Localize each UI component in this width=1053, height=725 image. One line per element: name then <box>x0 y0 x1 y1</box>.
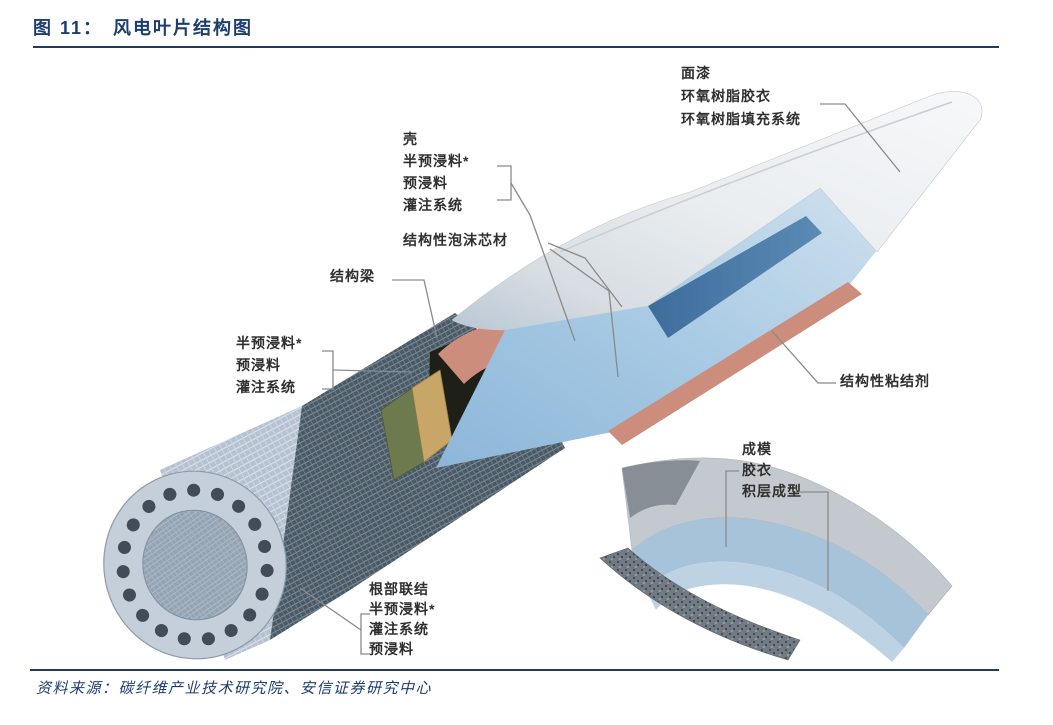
figure-title: 风电叶片结构图 <box>113 18 254 38</box>
leader-root-prepreg <box>332 369 413 373</box>
figure-number: 图 11： <box>33 18 104 38</box>
header-rule <box>33 46 999 48</box>
shell-ridge-line <box>559 101 953 253</box>
label-shell: 壳 半预浸料* 预浸料 灌注系统 <box>403 128 469 216</box>
label-line: 结构性粘结剂 <box>840 373 930 389</box>
mold-foam-edge <box>599 547 801 661</box>
label-line: 壳 <box>403 131 418 147</box>
leader-spar-beam <box>392 279 438 339</box>
label-line: 灌注系统 <box>403 197 463 213</box>
leader-root-joint <box>299 587 362 631</box>
label-spar-beam: 结构梁 <box>330 265 375 287</box>
source-text: 资料来源：碳纤维产业技术研究院、安信证券研究中心 <box>36 681 433 697</box>
trailing-edge-adhesive <box>608 282 862 445</box>
spar-cap-strip <box>648 216 822 338</box>
leader-shell <box>510 182 576 342</box>
leader-mold-laminate <box>793 491 829 591</box>
bracket-shell <box>497 165 512 201</box>
label-root-joint: 根部联结 半预浸料* 灌注系统 预浸料 <box>369 579 435 659</box>
leader-topcoat <box>820 103 901 173</box>
label-line: 结构性泡沫芯材 <box>403 232 508 248</box>
label-line: 胶衣 <box>742 462 772 478</box>
label-line: 环氧树脂胶衣 <box>681 88 771 104</box>
mold-blue-sheet-lower <box>646 561 904 662</box>
bracket-root-prepreg <box>322 350 334 390</box>
label-topcoat: 面漆 环氧树脂胶衣 环氧树脂填充系统 <box>681 62 801 131</box>
label-line: 积层成型 <box>742 483 802 499</box>
bracket-root-joint <box>360 613 370 655</box>
label-root-prepreg: 半预浸料* 预浸料 灌注系统 <box>236 332 302 398</box>
label-molding: 成模 胶衣 积层成型 <box>742 439 802 502</box>
figure-header: 图 11： 风电叶片结构图 <box>33 14 253 40</box>
label-line: 半预浸料* <box>403 153 470 169</box>
root-bolt-holes <box>116 483 274 647</box>
label-adhesive: 结构性粘结剂 <box>840 370 930 392</box>
mold-blue-sheet <box>632 517 928 648</box>
footer-rule <box>30 669 999 671</box>
label-line: 面漆 <box>681 65 711 81</box>
label-line: 灌注系统 <box>236 379 296 395</box>
root-inner-bore <box>142 509 248 621</box>
label-line: 预浸料 <box>403 175 448 191</box>
label-foam-core: 结构性泡沫芯材 <box>403 229 508 251</box>
leader-foam-core-a <box>547 242 623 308</box>
leader-adhesive <box>771 330 836 384</box>
label-line: 灌注系统 <box>369 621 429 637</box>
leader-mold-gelcoat <box>725 470 739 547</box>
label-line: 环氧树脂填充系统 <box>681 111 801 127</box>
label-line: 预浸料 <box>369 641 414 657</box>
label-line: 半预浸料* <box>369 601 436 617</box>
root-flange-ring <box>103 470 287 660</box>
label-line: 半预浸料* <box>236 335 303 351</box>
leader-foam-core-b <box>549 248 619 378</box>
source-note: 资料来源：碳纤维产业技术研究院、安信证券研究中心 <box>36 677 432 698</box>
label-line: 成模 <box>742 441 772 457</box>
label-line: 预浸料 <box>236 357 281 373</box>
label-line: 结构梁 <box>330 268 375 284</box>
label-line: 根部联结 <box>369 581 429 597</box>
mold-dark-corner <box>622 460 700 518</box>
